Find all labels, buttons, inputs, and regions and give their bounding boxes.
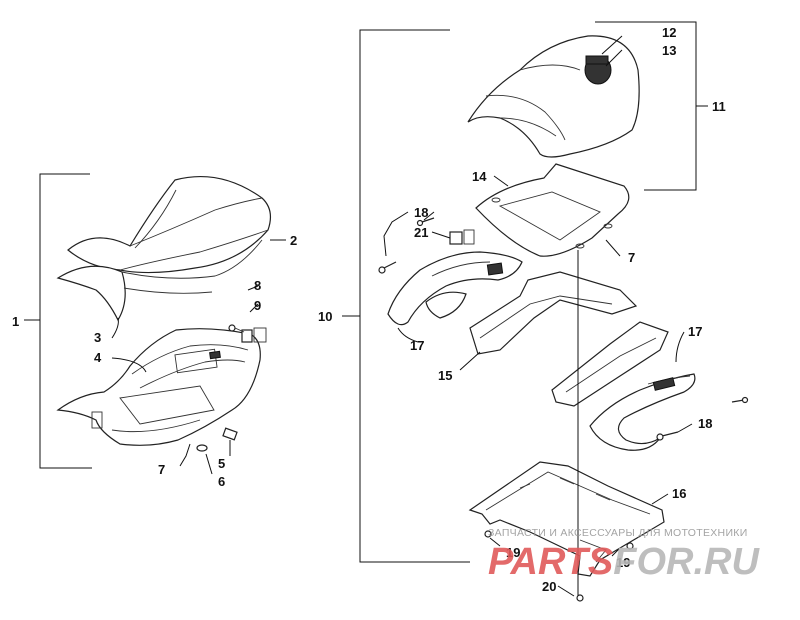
- passenger-seat-11: [467, 35, 640, 158]
- callout-1: 1: [12, 314, 19, 329]
- support-frame-15: [469, 271, 669, 407]
- callout-10: 10: [318, 309, 332, 324]
- watermark-logo-left: PARTS: [488, 541, 613, 583]
- part-5: [222, 427, 238, 441]
- callout-18-right: 18: [698, 416, 712, 431]
- grab-handle-left-17: [387, 251, 523, 326]
- callout-6: 6: [218, 474, 225, 489]
- watermark-caption: ЗАПЧАСТИ И АКСЕССУАРЫ ДЛЯ МОТОТЕХНИКИ: [488, 527, 748, 539]
- part-6: [196, 444, 208, 452]
- watermark-logo-right: FOR.RU: [613, 541, 760, 583]
- callout-7-left: 7: [158, 462, 165, 477]
- left-seat-assembly: [24, 173, 272, 469]
- callout-18-left: 18: [414, 205, 428, 220]
- callout-3: 3: [94, 330, 101, 345]
- callout-8: 8: [254, 278, 261, 293]
- callout-7-right: 7: [628, 250, 635, 265]
- grab-handle-right-17: [589, 373, 696, 451]
- mounting-bracket-16: [468, 461, 665, 602]
- callout-4: 4: [94, 350, 102, 365]
- watermark-logo: PARTSFOR.RU: [488, 541, 760, 583]
- callout-5: 5: [218, 456, 225, 471]
- seat-base-14: [475, 163, 630, 257]
- callout-15: 15: [438, 368, 452, 383]
- right-seat-assembly: [342, 21, 749, 602]
- seat-cover-2: [67, 175, 272, 274]
- callout-16: 16: [672, 486, 686, 501]
- leader-lines: [111, 35, 693, 597]
- callout-17-left: 17: [410, 338, 424, 353]
- callout-13: 13: [662, 43, 676, 58]
- callout-19-left: 19: [506, 545, 520, 560]
- callout-labels: 1 2 3 4 5 6 7 8 9 10 11 12 13 14 15 16 1…: [12, 25, 726, 594]
- fasteners-18-21: [378, 217, 749, 441]
- callout-17-right: 17: [688, 324, 702, 339]
- callout-11: 11: [712, 99, 726, 114]
- callout-20: 20: [542, 579, 556, 594]
- watermark: ЗАПЧАСТИ И АКСЕССУАРЫ ДЛЯ МОТОТЕХНИКИ PA…: [488, 527, 760, 583]
- callout-2: 2: [290, 233, 297, 248]
- callout-19-right: 19: [616, 555, 630, 570]
- callout-21: 21: [414, 225, 428, 240]
- latch-8-9: [228, 324, 267, 343]
- seat-base-4: [56, 328, 261, 446]
- callout-14: 14: [472, 169, 487, 184]
- callout-9: 9: [254, 298, 261, 313]
- callout-12: 12: [662, 25, 676, 40]
